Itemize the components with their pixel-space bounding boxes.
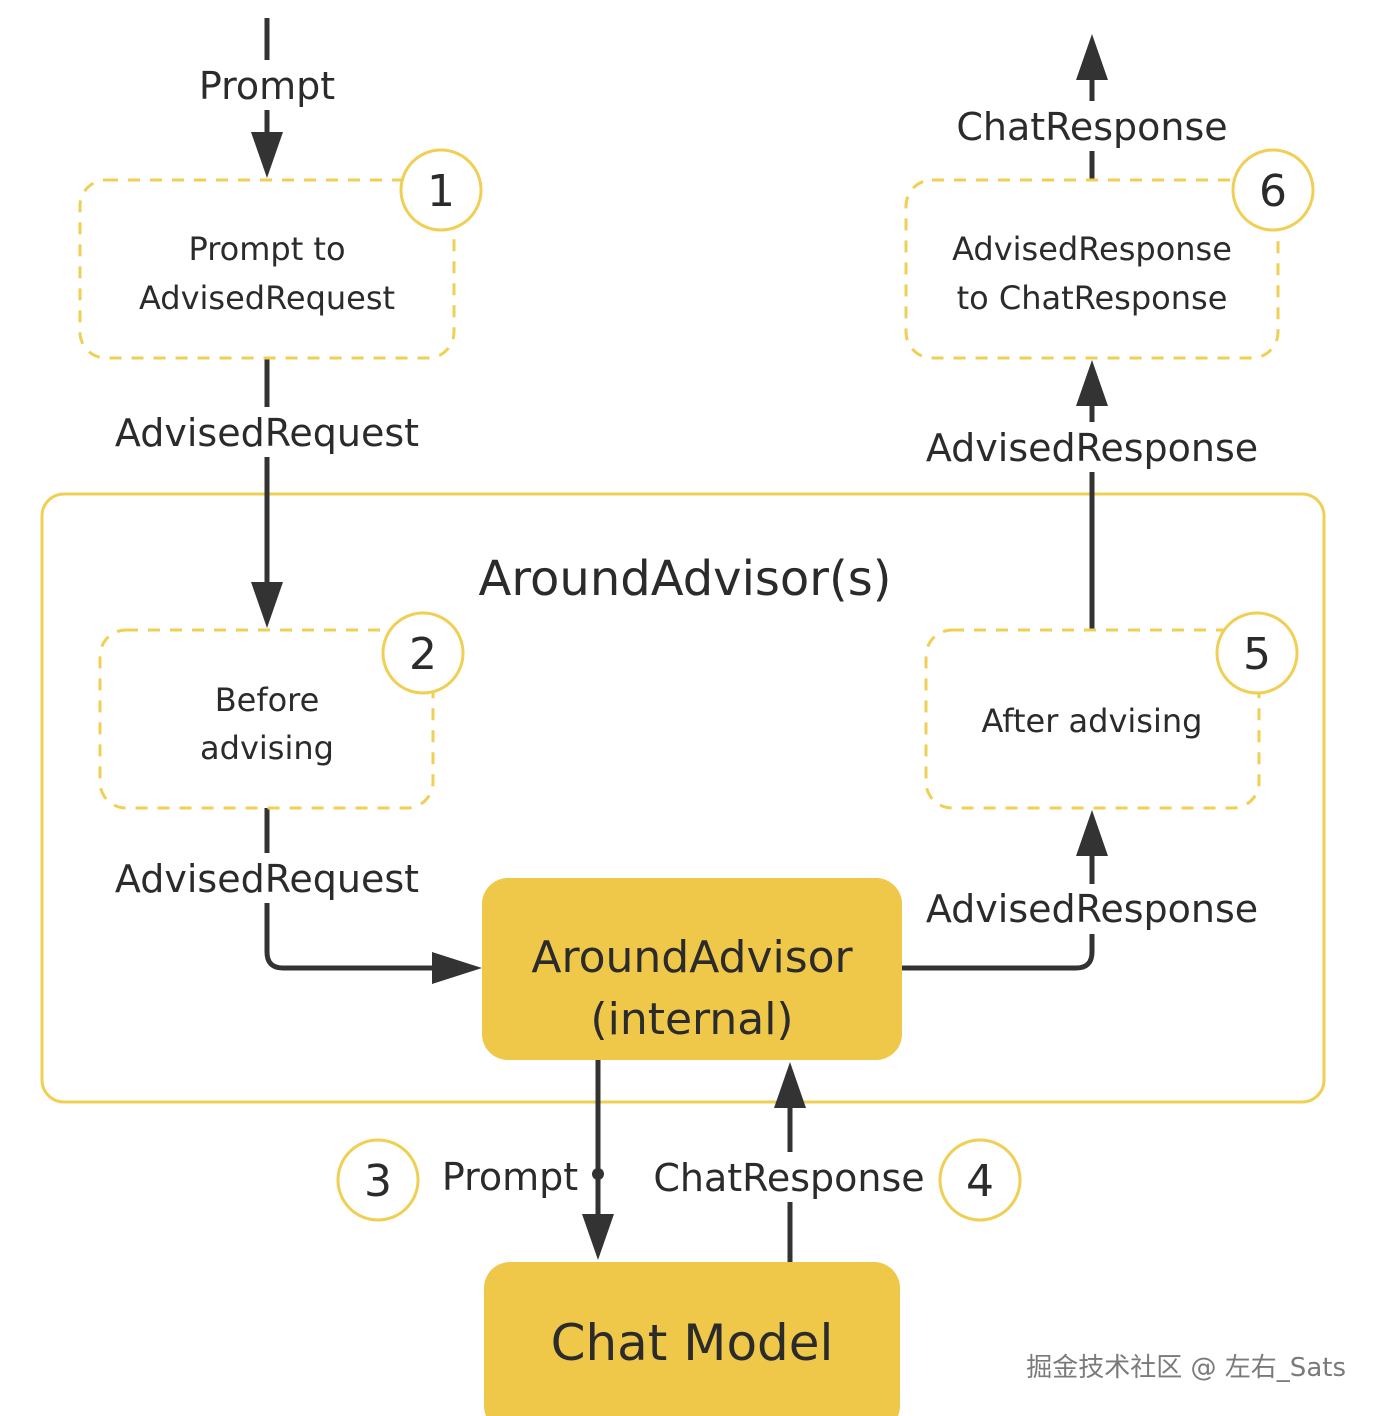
internal-line2: (internal) [590,994,793,1045]
advised-response-arrowhead-2 [1076,810,1108,856]
advised-response-arrowhead-1 [1076,360,1108,406]
step-1-circle [399,148,483,232]
container-title: AroundAdvisor(s) [479,551,892,607]
input-prompt-arrowhead [251,132,283,178]
node-5-line1: After advising [982,702,1203,740]
advised-request-label-1: AdvisedRequest [115,411,419,455]
node-1-line2: AdvisedRequest [139,279,395,317]
advised-response-label-2: AdvisedResponse [926,887,1258,931]
node-after-advising [924,628,1261,810]
step-2-number: 2 [409,629,437,680]
step-1-number: 1 [427,166,455,217]
chat-model-label: Chat Model [551,1314,834,1372]
input-prompt-label: Prompt [199,64,335,108]
node-advised-response-to-chat-response [904,178,1280,360]
node-before-advising [98,628,435,810]
step-3-circle [336,1138,420,1222]
step-3-number: 3 [364,1156,392,1207]
advised-response-label-1: AdvisedResponse [926,426,1258,470]
advised-request-arrowhead-1 [251,582,283,628]
step-6-circle [1231,148,1315,232]
output-chat-response-label: ChatResponse [956,105,1227,149]
prompt-to-model-arrowhead [582,1214,614,1260]
node-chat-model [484,1262,900,1416]
step-2-circle [381,611,465,695]
step-5-circle [1215,611,1299,695]
prompt-to-model-label: Prompt [442,1155,578,1199]
step-6-number: 6 [1259,166,1287,217]
node-1-line1: Prompt to [188,230,345,268]
node-around-advisor-internal [482,878,902,1060]
node-6-line1: AdvisedResponse [952,230,1232,268]
node-2-line2: advising [200,729,334,767]
advised-request-label-2: AdvisedRequest [115,857,419,901]
watermark: 掘金技术社区 @ 左右_Sats [1026,1353,1346,1383]
advised-request-line-2 [264,808,440,971]
node-2-line1: Before [215,681,320,719]
advised-response-line-2 [902,848,1095,971]
step-4-number: 4 [966,1156,994,1207]
internal-line1: AroundAdvisor [531,932,853,983]
step-4-circle [938,1138,1022,1222]
prompt-to-model-dot [592,1168,604,1180]
chat-response-from-model-arrowhead [774,1062,806,1108]
around-advisors-container [40,492,1326,1104]
output-chat-response-arrowhead [1076,34,1108,80]
node-prompt-to-advised-request [78,178,456,360]
chat-response-from-model-label: ChatResponse [653,1156,924,1200]
node-6-line2: to ChatResponse [957,279,1228,317]
advised-request-arrowhead-2 [432,952,482,984]
step-5-number: 5 [1243,629,1271,680]
